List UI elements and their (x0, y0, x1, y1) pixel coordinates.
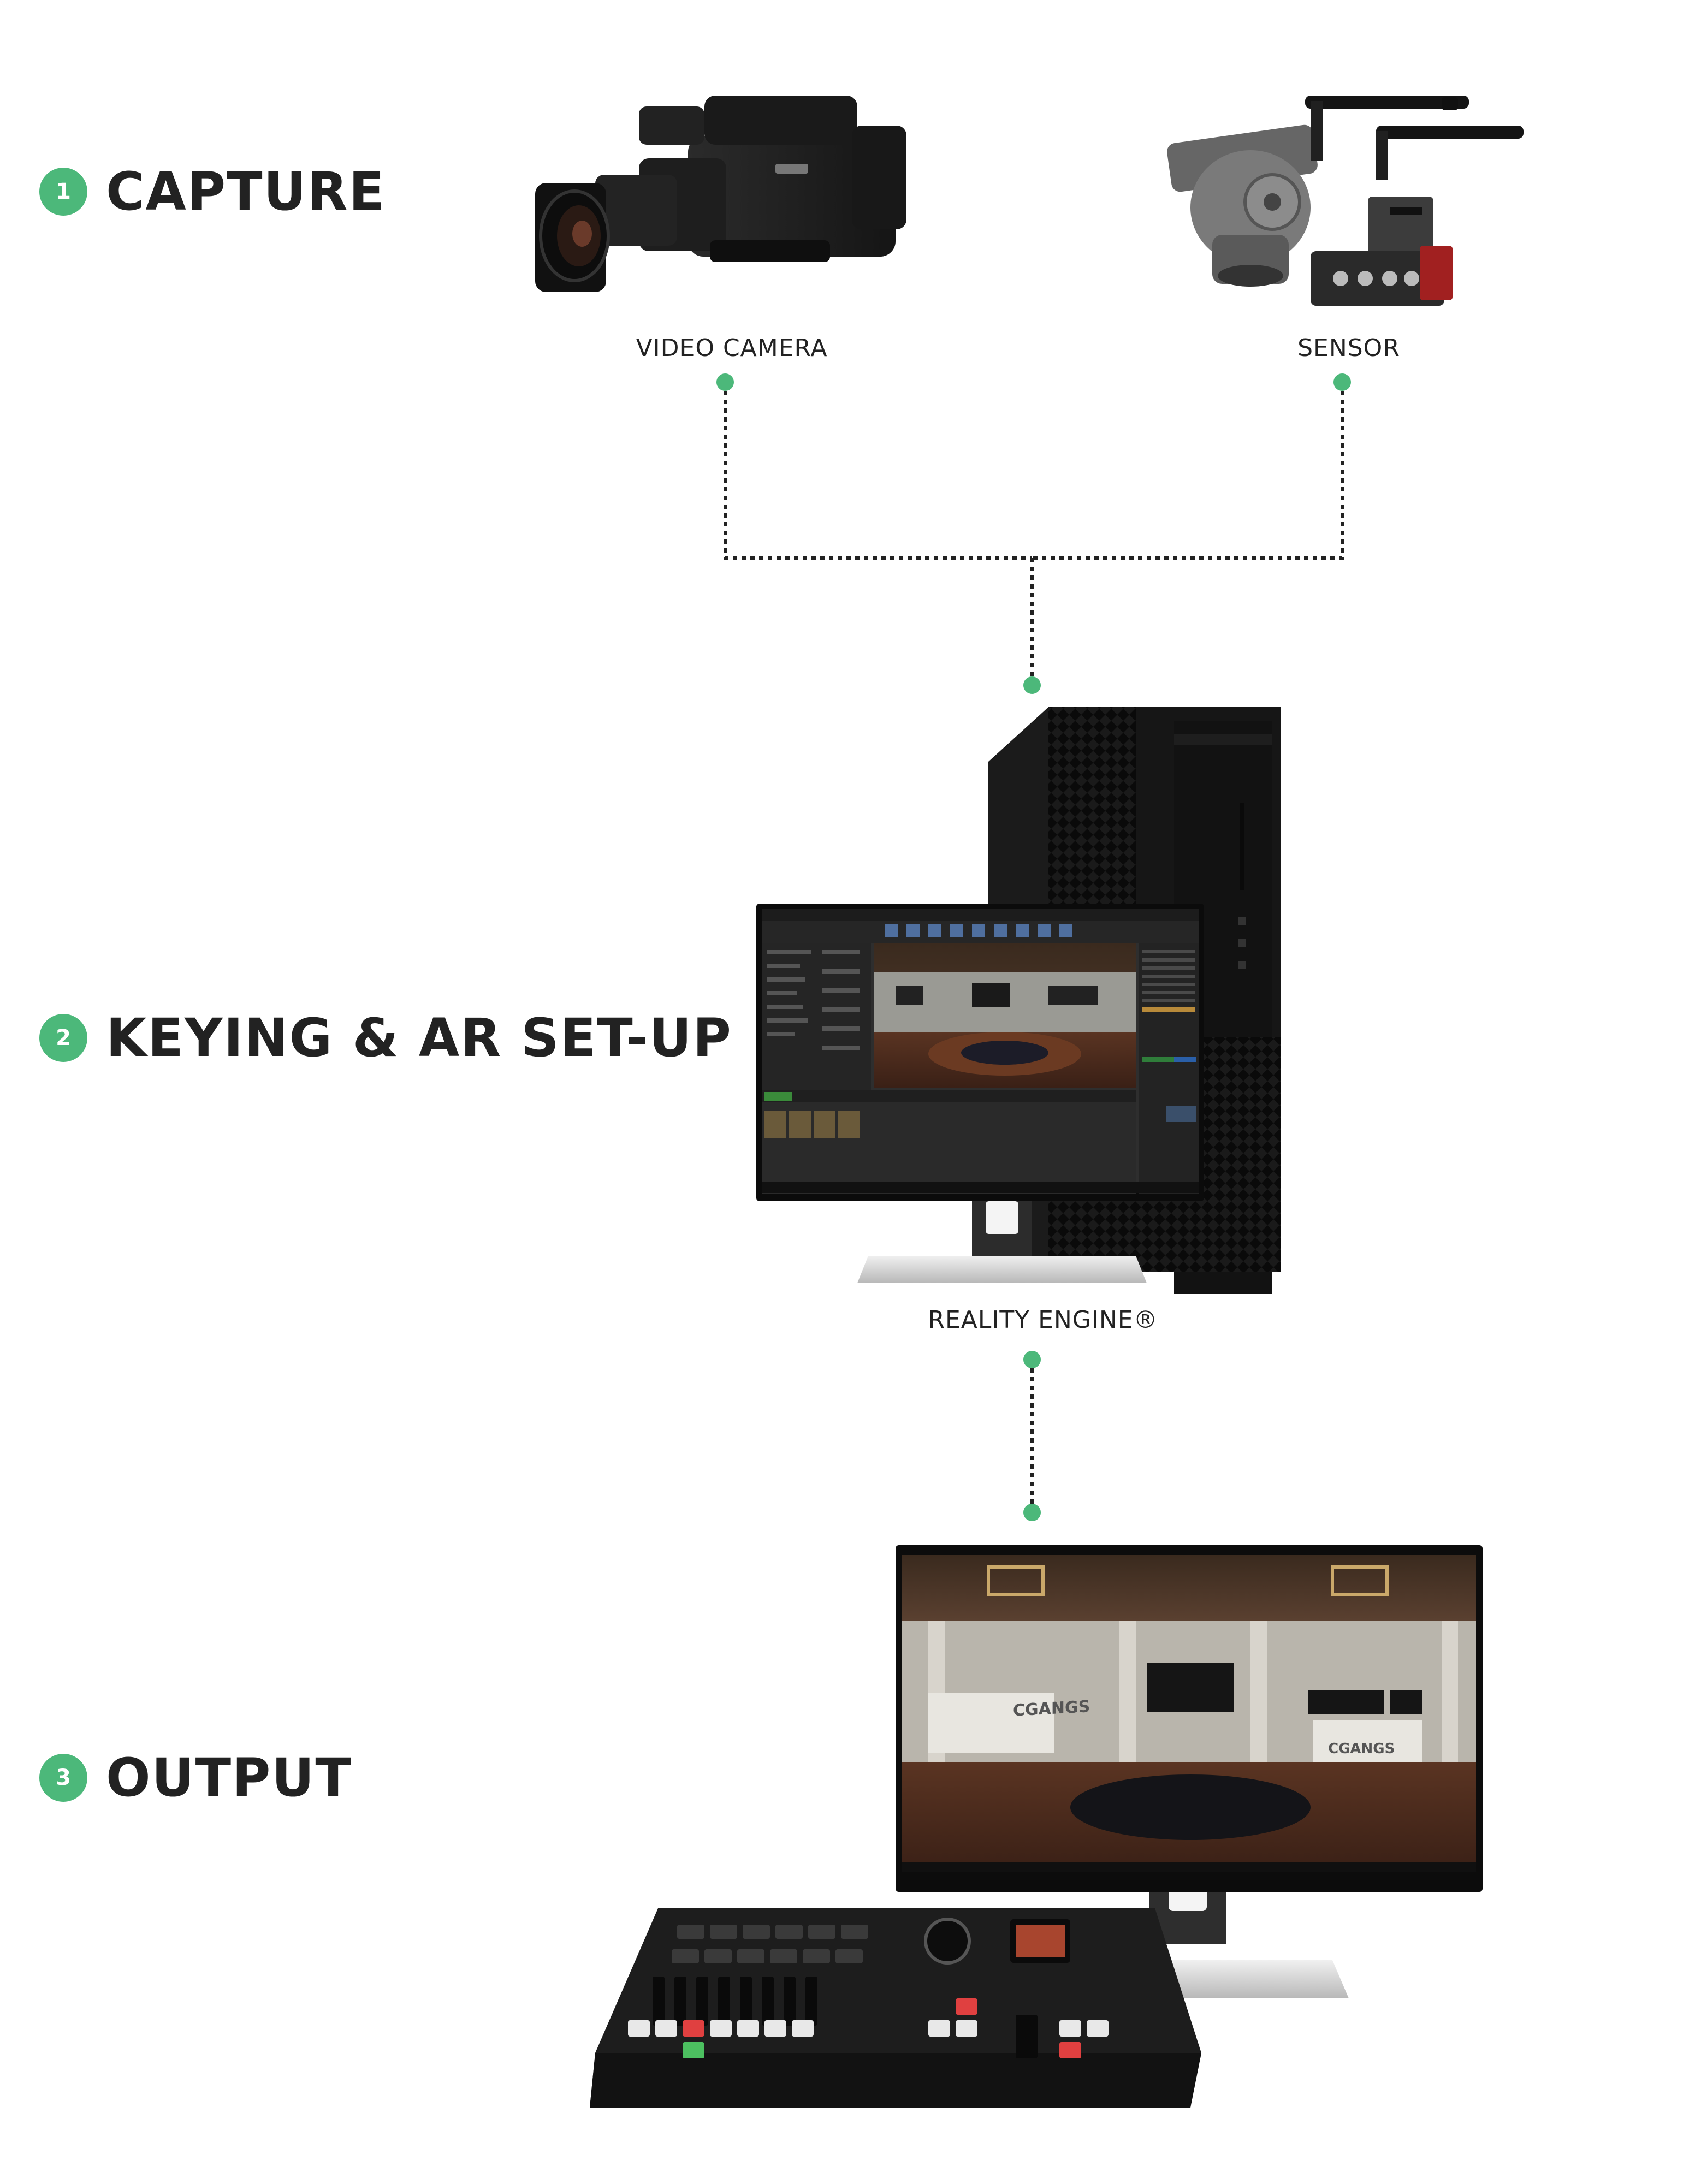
dot-camera (716, 373, 734, 391)
reality-engine-label: REALITY ENGINE® (928, 1306, 1158, 1334)
dot-output-in (1023, 1504, 1041, 1521)
sensor-image (1167, 96, 1524, 306)
step-number-badge: 3 (39, 1754, 87, 1802)
video-camera-label: VIDEO CAMERA (636, 334, 828, 362)
step-number-badge: 1 (39, 168, 87, 216)
output-monitor-image (896, 1545, 1483, 1998)
step-keying: 2 KEYING & AR SET-UP (39, 1007, 732, 1069)
connector-camera (724, 382, 1032, 560)
step-title: OUTPUT (106, 1747, 352, 1808)
engine-monitor-image (756, 904, 1204, 1283)
step-title: KEYING & AR SET-UP (106, 1007, 732, 1069)
connector-dots (716, 373, 1351, 1521)
video-camera-image (535, 96, 906, 292)
dot-sensor (1333, 373, 1351, 391)
dot-engine-in (1023, 676, 1041, 694)
connector-sensor (1032, 382, 1344, 560)
connector-lines (724, 382, 1344, 1512)
step-output: 3 OUTPUT (39, 1747, 352, 1808)
switcher-image (590, 1908, 1201, 2108)
sensor-label: SENSOR (1297, 334, 1400, 362)
screen-brand-right: CGANGS (1328, 1741, 1395, 1757)
dot-engine-out (1023, 1351, 1041, 1368)
step-title: CAPTURE (106, 161, 386, 222)
step-number-badge: 2 (39, 1014, 87, 1062)
step-capture: 1 CAPTURE (39, 161, 386, 222)
screen-brand-left: CGANGS (1013, 1697, 1090, 1720)
